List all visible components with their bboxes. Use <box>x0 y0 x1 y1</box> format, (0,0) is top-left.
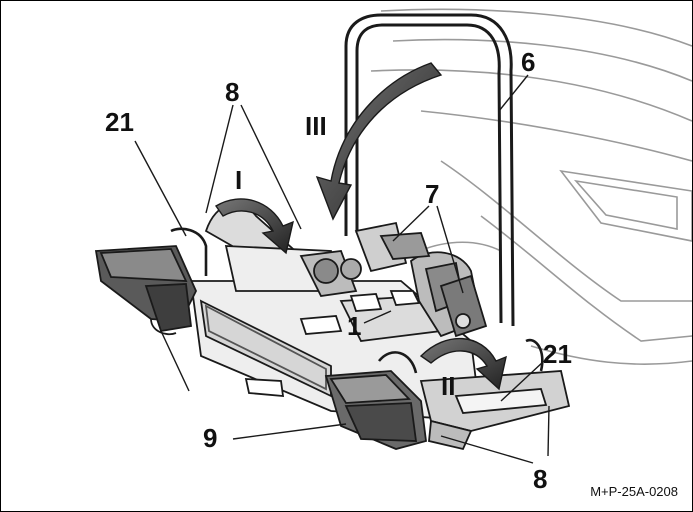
wheel-holder-left <box>94 227 208 336</box>
car-rear <box>370 8 692 365</box>
step-i-label: I <box>235 165 243 195</box>
callout-8-bottom: 8 <box>533 464 548 494</box>
step-iii-label: III <box>305 111 327 141</box>
callout-9: 9 <box>203 423 218 453</box>
figure-reference: M+P-25A-0208 <box>590 484 678 499</box>
callout-6: 6 <box>521 47 536 77</box>
wheel-holder-right <box>324 338 571 451</box>
callout-7: 7 <box>425 179 440 209</box>
leader-lines <box>134 74 550 464</box>
callout-1: 1 <box>347 311 362 341</box>
callout-21-left: 21 <box>105 107 134 137</box>
clamping-arms <box>204 203 488 338</box>
arrow-step-ii <box>419 337 507 391</box>
step-ii-label: II <box>441 371 456 401</box>
rotation-arrows <box>214 62 507 391</box>
carrier-frame <box>344 13 515 327</box>
callout-8-top: 8 <box>225 77 240 107</box>
arrow-step-iii <box>315 62 443 221</box>
arrow-step-i <box>214 198 294 255</box>
callout-21-right: 21 <box>543 339 572 369</box>
